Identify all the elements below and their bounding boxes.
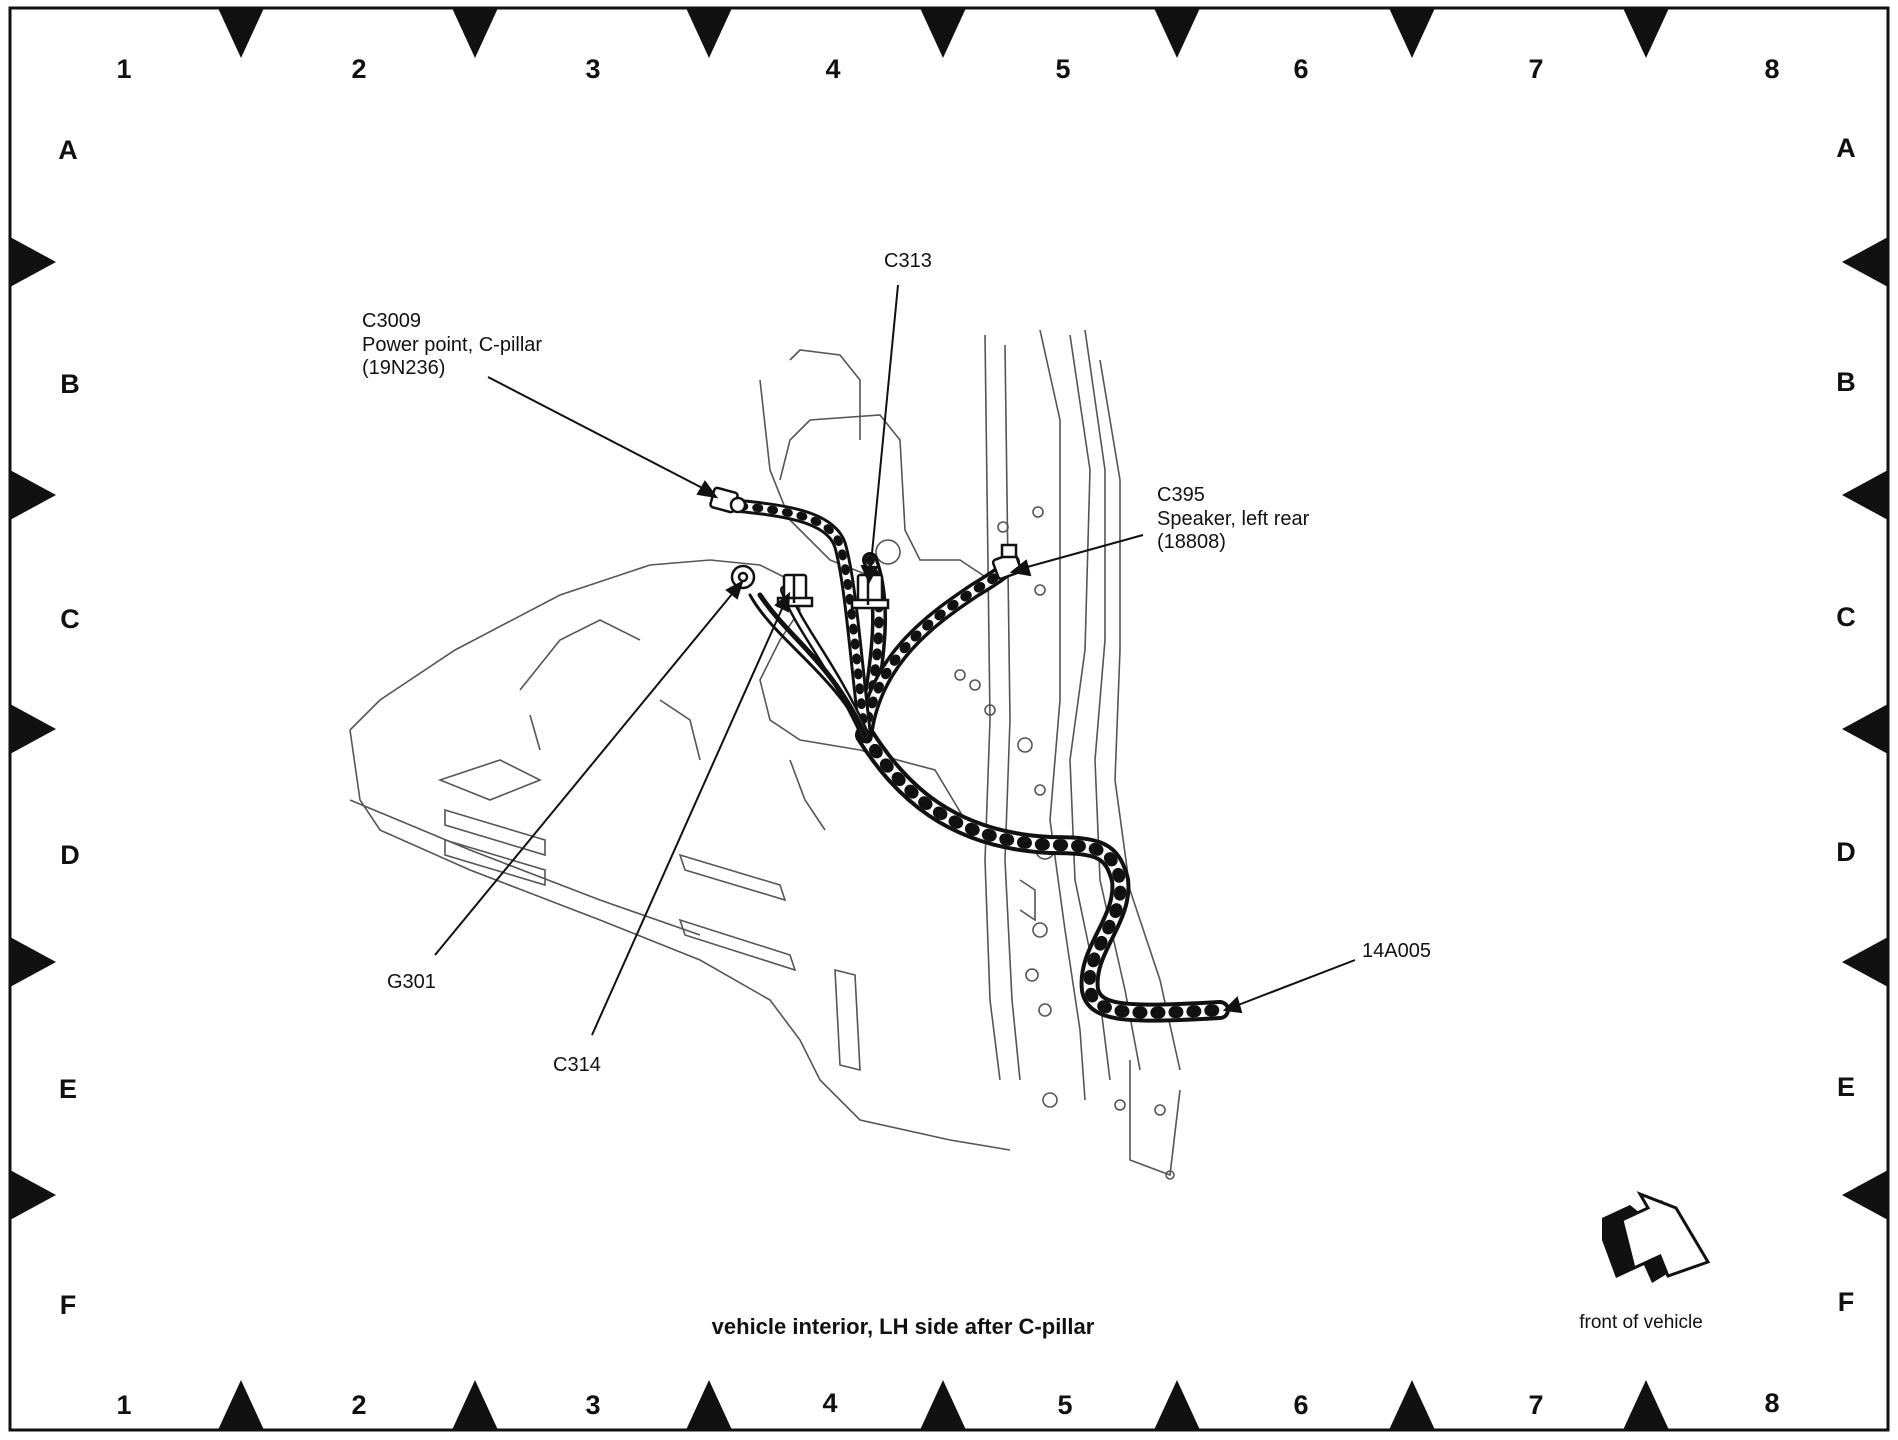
callout-c3009: C3009 Power point, C-pillar (19N236)	[362, 310, 542, 381]
grid-col-label-bottom-7: 7	[1528, 1390, 1544, 1421]
diagram-caption: vehicle interior, LH side after C-pillar	[711, 1314, 1095, 1339]
grid-col-label-bottom-5: 5	[1057, 1390, 1073, 1421]
grid-row-label-left-E: E	[58, 1074, 78, 1105]
panel-holes	[875, 506, 1175, 1180]
grid-row-label-right-E: E	[1836, 1072, 1856, 1103]
grid-col-label-bottom-3: 3	[585, 1390, 601, 1421]
connector-c395	[991, 543, 1023, 580]
grid-col-label-bottom-6: 6	[1293, 1390, 1309, 1421]
grid-col-label-bottom-2: 2	[351, 1390, 367, 1421]
grid-row-label-right-B: B	[1836, 367, 1856, 398]
grid-row-label-left-A: A	[58, 135, 78, 166]
grid-col-label-top-8: 8	[1764, 54, 1780, 85]
grid-col-label-bottom-4: 4	[822, 1388, 838, 1419]
ground-g301	[730, 564, 756, 590]
grid-col-label-top-6: 6	[1293, 54, 1309, 85]
border-markers	[10, 8, 1888, 1430]
grid-row-label-left-B: B	[60, 369, 80, 400]
front-of-vehicle-label: front of vehicle	[1579, 1312, 1703, 1333]
leader-lines	[434, 284, 1356, 1036]
grid-col-label-top-2: 2	[351, 54, 367, 85]
grid-row-label-left-C: C	[60, 604, 80, 635]
callout-c3009-desc: Power point, C-pillar	[362, 333, 543, 356]
grid-row-label-left-D: D	[60, 840, 80, 871]
callout-g301: G301	[387, 971, 436, 993]
callout-c314: C314	[553, 1054, 601, 1076]
connector-c313	[850, 573, 890, 610]
grid-row-label-right-A: A	[1836, 133, 1856, 164]
grid-col-label-top-3: 3	[585, 54, 601, 85]
connector-c3009	[709, 486, 747, 514]
grid-col-label-top-1: 1	[116, 54, 132, 85]
grid-col-label-top-7: 7	[1528, 54, 1544, 85]
callout-c395: C395 Speaker, left rear (18808)	[1157, 484, 1309, 555]
grid-row-label-right-F: F	[1837, 1287, 1855, 1318]
grid-row-label-right-D: D	[1836, 837, 1856, 868]
grid-col-label-bottom-8: 8	[1764, 1388, 1780, 1419]
grid-col-label-top-4: 4	[825, 54, 841, 85]
callout-c3009-id: C3009	[362, 310, 421, 332]
callout-c395-id: C395	[1157, 484, 1205, 506]
callout-c313: C313	[884, 250, 932, 272]
callout-c3009-part: (19N236)	[362, 357, 446, 380]
callout-c395-part: (18808)	[1157, 531, 1226, 554]
grid-row-label-right-C: C	[1836, 602, 1856, 633]
front-of-vehicle-arrow-icon	[1602, 1191, 1711, 1283]
callout-14A005: 14A005	[1362, 940, 1431, 962]
grid-col-label-bottom-1: 1	[116, 1390, 132, 1421]
harness-14A005	[723, 498, 1230, 1023]
vehicle-body-panels	[349, 329, 1181, 1177]
grid-col-label-top-5: 5	[1055, 54, 1071, 85]
grid-row-label-left-F: F	[59, 1290, 77, 1321]
callout-c395-desc: Speaker, left rear	[1157, 507, 1310, 530]
